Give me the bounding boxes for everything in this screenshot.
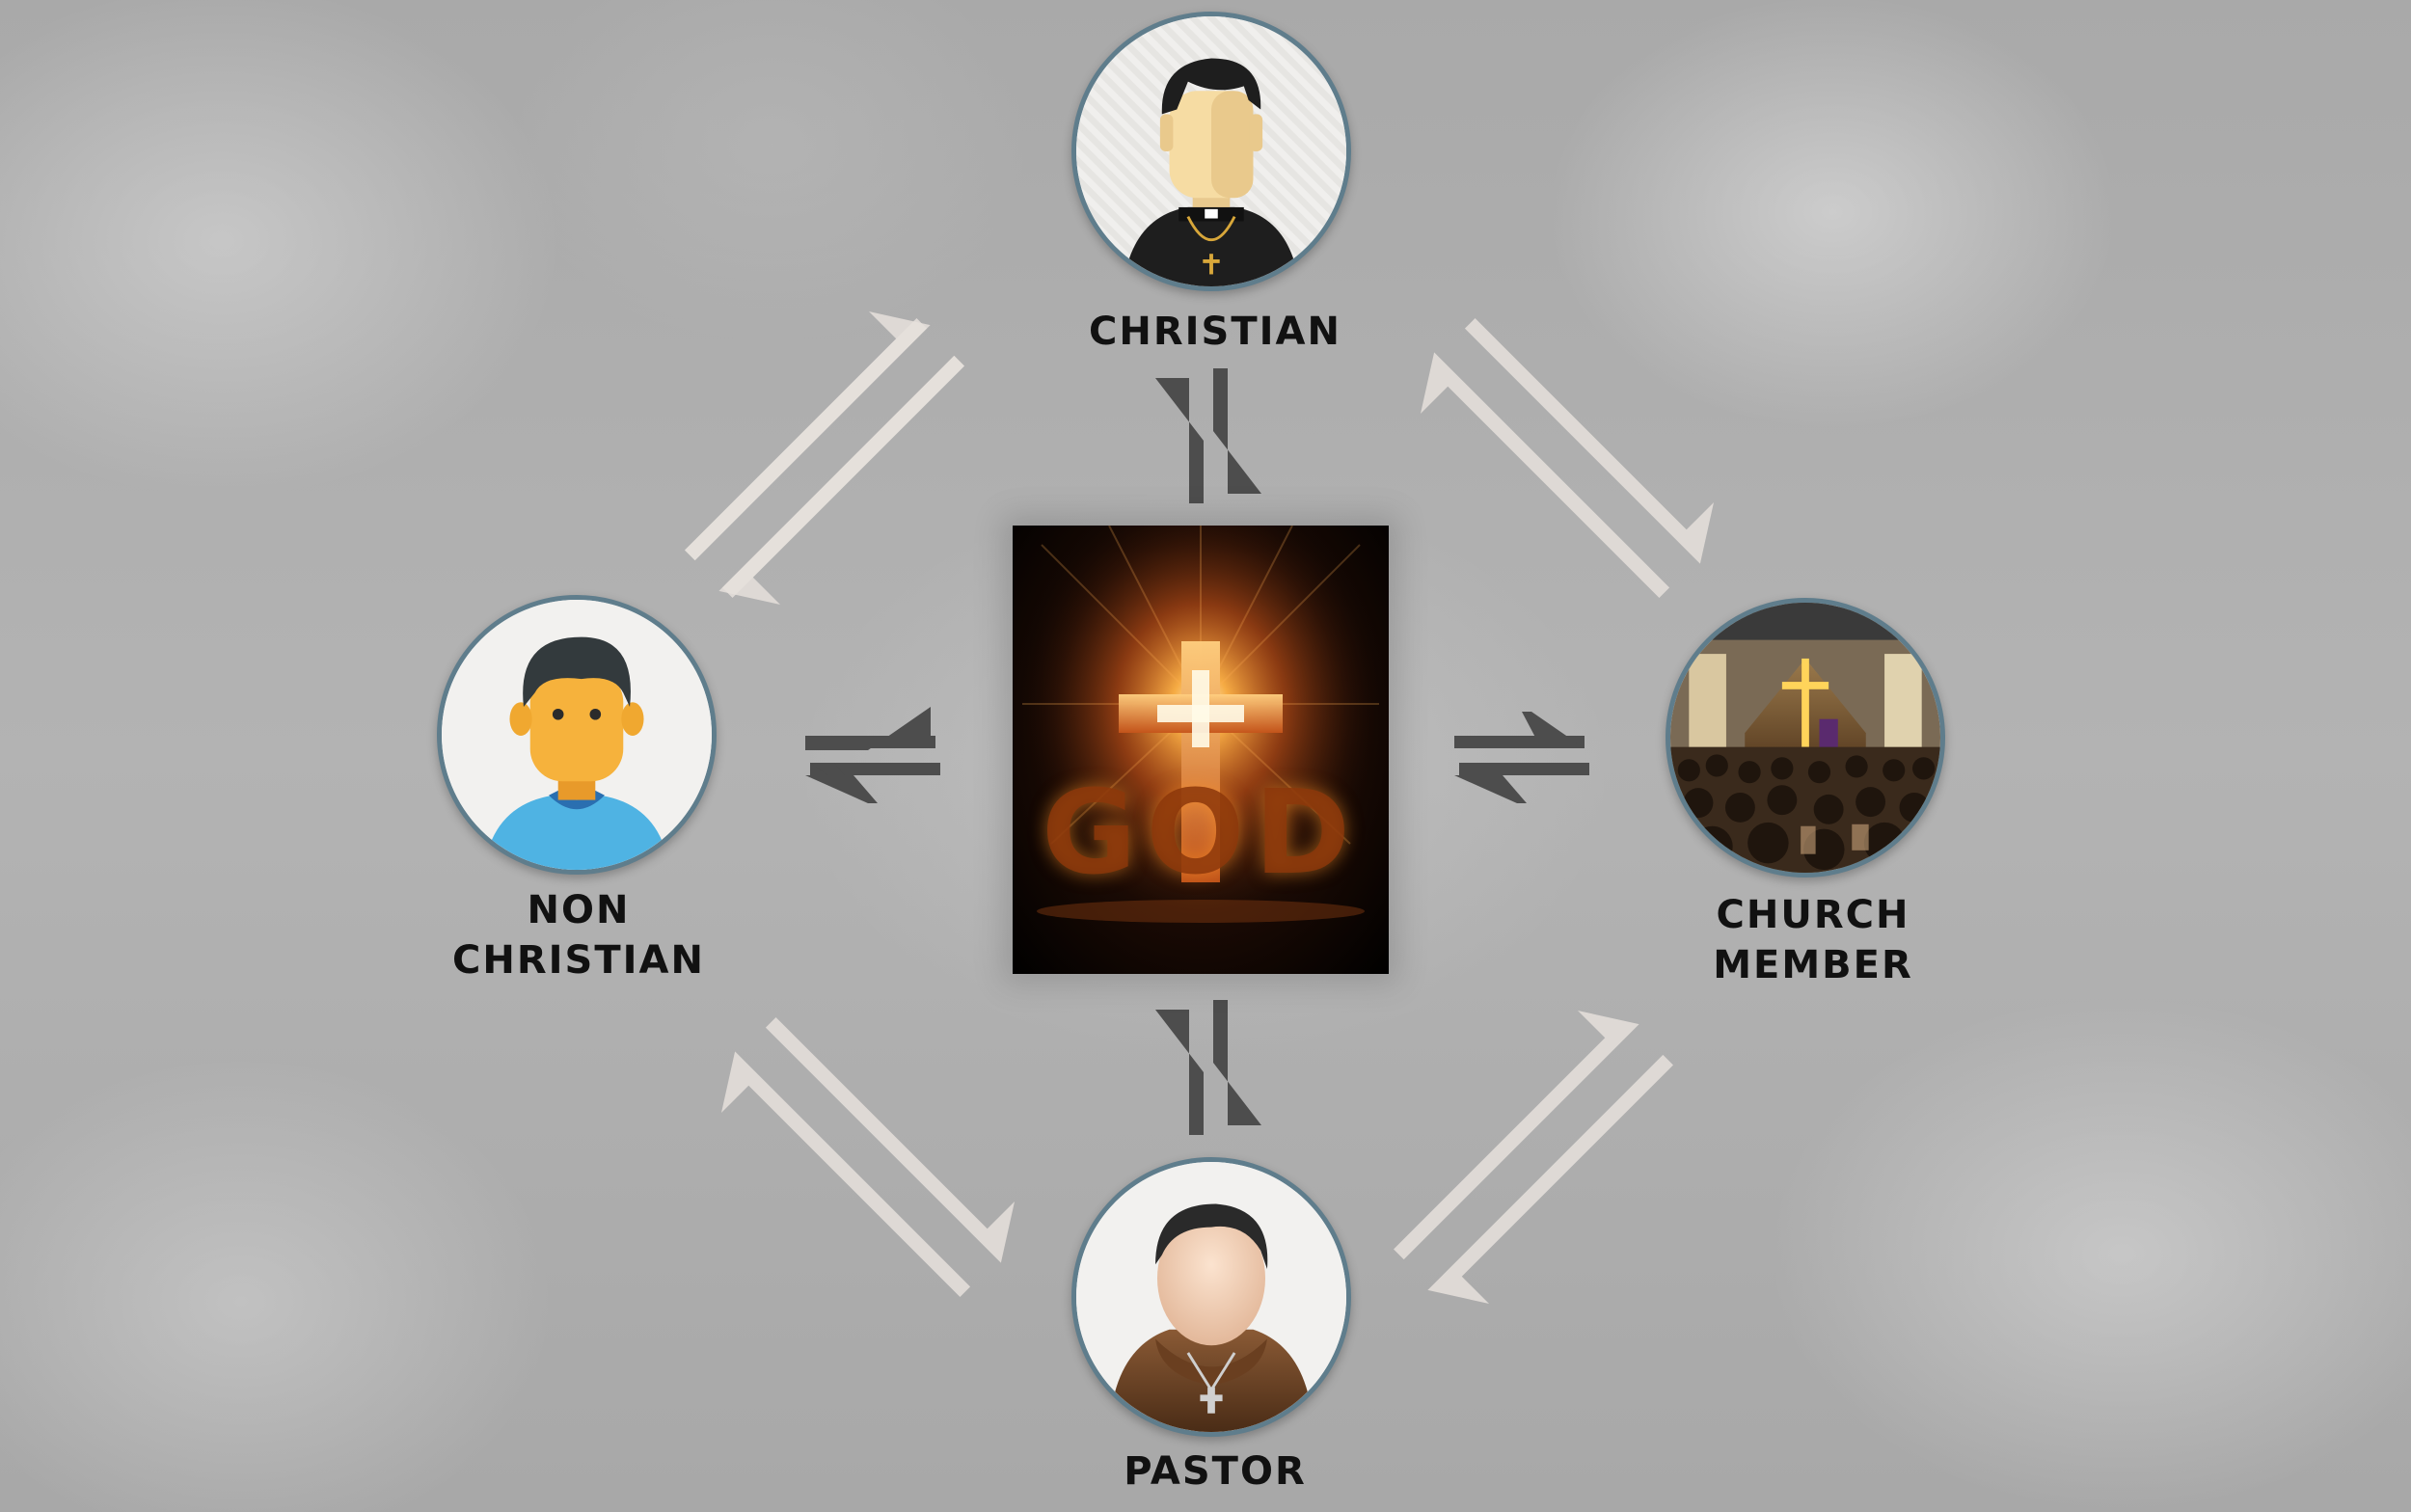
church-member-label: CHURCH MEMBER	[1572, 890, 2054, 990]
non-christian-label-line2: CHRISTIAN	[452, 938, 705, 983]
inner-arrow-bottom	[1155, 1000, 1261, 1135]
christian-label: CHRISTIAN	[1089, 310, 1341, 354]
outer-arrow-bottom-left	[720, 1017, 1016, 1297]
outer-arrow-top-right	[1420, 318, 1715, 598]
non-christian-label: NON CHRISTIAN	[338, 885, 820, 986]
pastor-avatar	[1071, 1157, 1351, 1437]
inner-arrow-top	[1155, 368, 1261, 503]
church-member-label-line1: CHURCH	[1716, 893, 1910, 937]
pastor-label: PASTOR	[1124, 1449, 1307, 1494]
inner-arrow-right	[1454, 712, 1589, 803]
christian-avatar	[1071, 12, 1351, 291]
church-member-label-line2: MEMBER	[1713, 943, 1913, 987]
god-cross-image: GOD	[1013, 526, 1389, 974]
outer-arrow-top-left	[685, 310, 964, 606]
inner-arrow-left	[805, 707, 940, 803]
non-christian-label-line1: NON	[527, 888, 631, 932]
god-text: GOD	[1041, 767, 1361, 901]
church-member-photo	[1666, 598, 1945, 878]
outer-arrow-bottom-right	[1394, 1010, 1673, 1305]
non-christian-avatar	[437, 595, 717, 875]
